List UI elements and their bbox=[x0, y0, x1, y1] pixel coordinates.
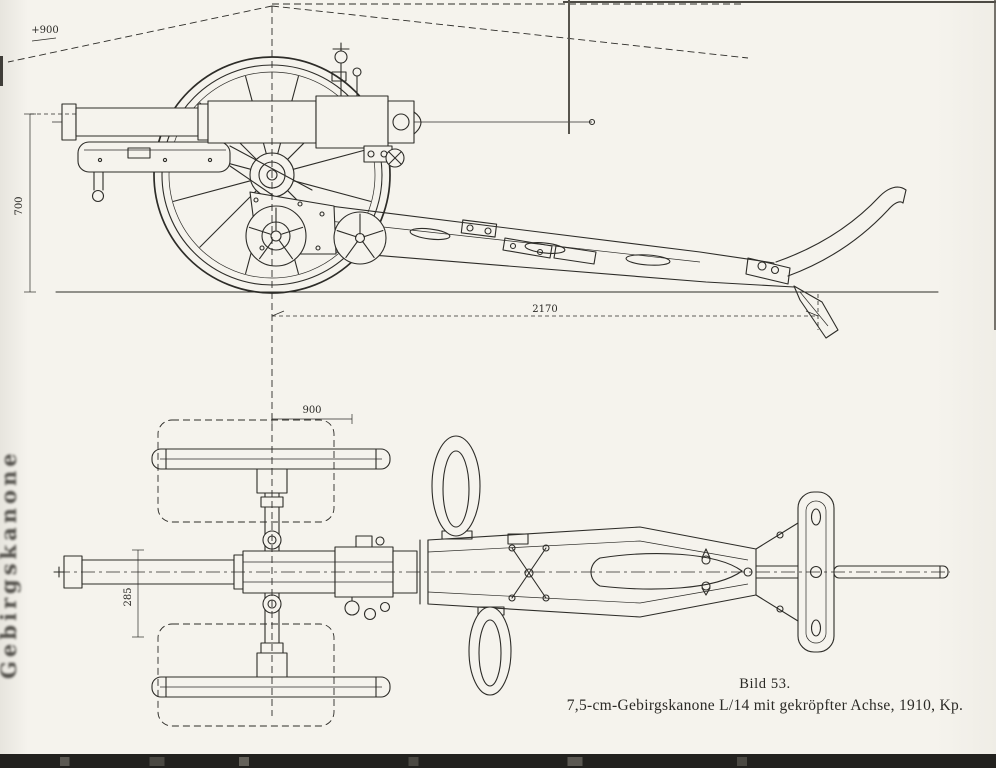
scan-bottom-band-marks bbox=[0, 757, 996, 766]
figure-caption: Bild 53. 7,5-cm-Gebirgskanone L/14 mit g… bbox=[555, 676, 975, 715]
muzzle bbox=[61, 103, 77, 141]
elevating-handwheel bbox=[333, 211, 387, 265]
plan-view-drawing bbox=[53, 435, 949, 698]
dimension-track-900: 900 bbox=[271, 405, 353, 424]
figure-number: Bild 53. bbox=[739, 676, 791, 692]
recoil-ray-right bbox=[271, 5, 749, 59]
sight bbox=[331, 42, 362, 97]
breech-mechanism bbox=[363, 145, 405, 168]
trail-fittings bbox=[460, 219, 791, 285]
plan-sight-gear bbox=[344, 535, 391, 621]
wheel-alt-position-lower bbox=[157, 623, 335, 727]
plan-barrel bbox=[53, 535, 418, 621]
plan-lower-wheel bbox=[151, 676, 391, 698]
dim-label-285: 285 bbox=[123, 587, 134, 606]
dim-label-900: 900 bbox=[302, 405, 321, 416]
plan-handspike-lower bbox=[468, 606, 512, 696]
plan-handspike-upper bbox=[431, 435, 481, 540]
cradle bbox=[77, 141, 313, 215]
dimensions: 700 +900 2170 900 285 bbox=[14, 25, 819, 638]
scan-edge-right-line bbox=[994, 0, 996, 330]
dimension-height-700: 700 bbox=[14, 113, 78, 293]
plan-upper-wheel bbox=[151, 448, 391, 470]
barrel bbox=[52, 42, 596, 168]
trail bbox=[297, 201, 795, 288]
side-view-drawing bbox=[52, 42, 939, 339]
dim-label-700: 700 bbox=[14, 196, 25, 215]
scan-edge-left-mark bbox=[0, 56, 3, 86]
lifting-ring bbox=[91, 189, 105, 203]
trail-handle bbox=[775, 186, 907, 277]
construction-lines bbox=[7, 3, 950, 727]
dimension-length-2170: 2170 bbox=[271, 294, 819, 330]
wheel-alt-position-upper bbox=[157, 419, 335, 523]
scan-fold-line bbox=[568, 0, 570, 134]
dim-label-plus-900: +900 bbox=[31, 25, 58, 36]
breech bbox=[315, 95, 389, 149]
figure-title: 7,5-cm-Gebirgskanone L/14 mit gekröpfter… bbox=[566, 697, 964, 714]
page-bleed-text: Gebirgskanone bbox=[0, 449, 21, 679]
dim-label-2170: 2170 bbox=[532, 304, 557, 315]
dimension-plus-900: +900 bbox=[31, 25, 59, 42]
spade bbox=[793, 285, 839, 339]
carriage bbox=[245, 191, 337, 267]
recoil-ray-left bbox=[7, 5, 273, 63]
dimension-width-285: 285 bbox=[123, 549, 144, 638]
plan-cross-lever bbox=[507, 533, 550, 602]
scan-bottom-band bbox=[0, 754, 996, 768]
scan-edge-top-line bbox=[563, 1, 996, 3]
